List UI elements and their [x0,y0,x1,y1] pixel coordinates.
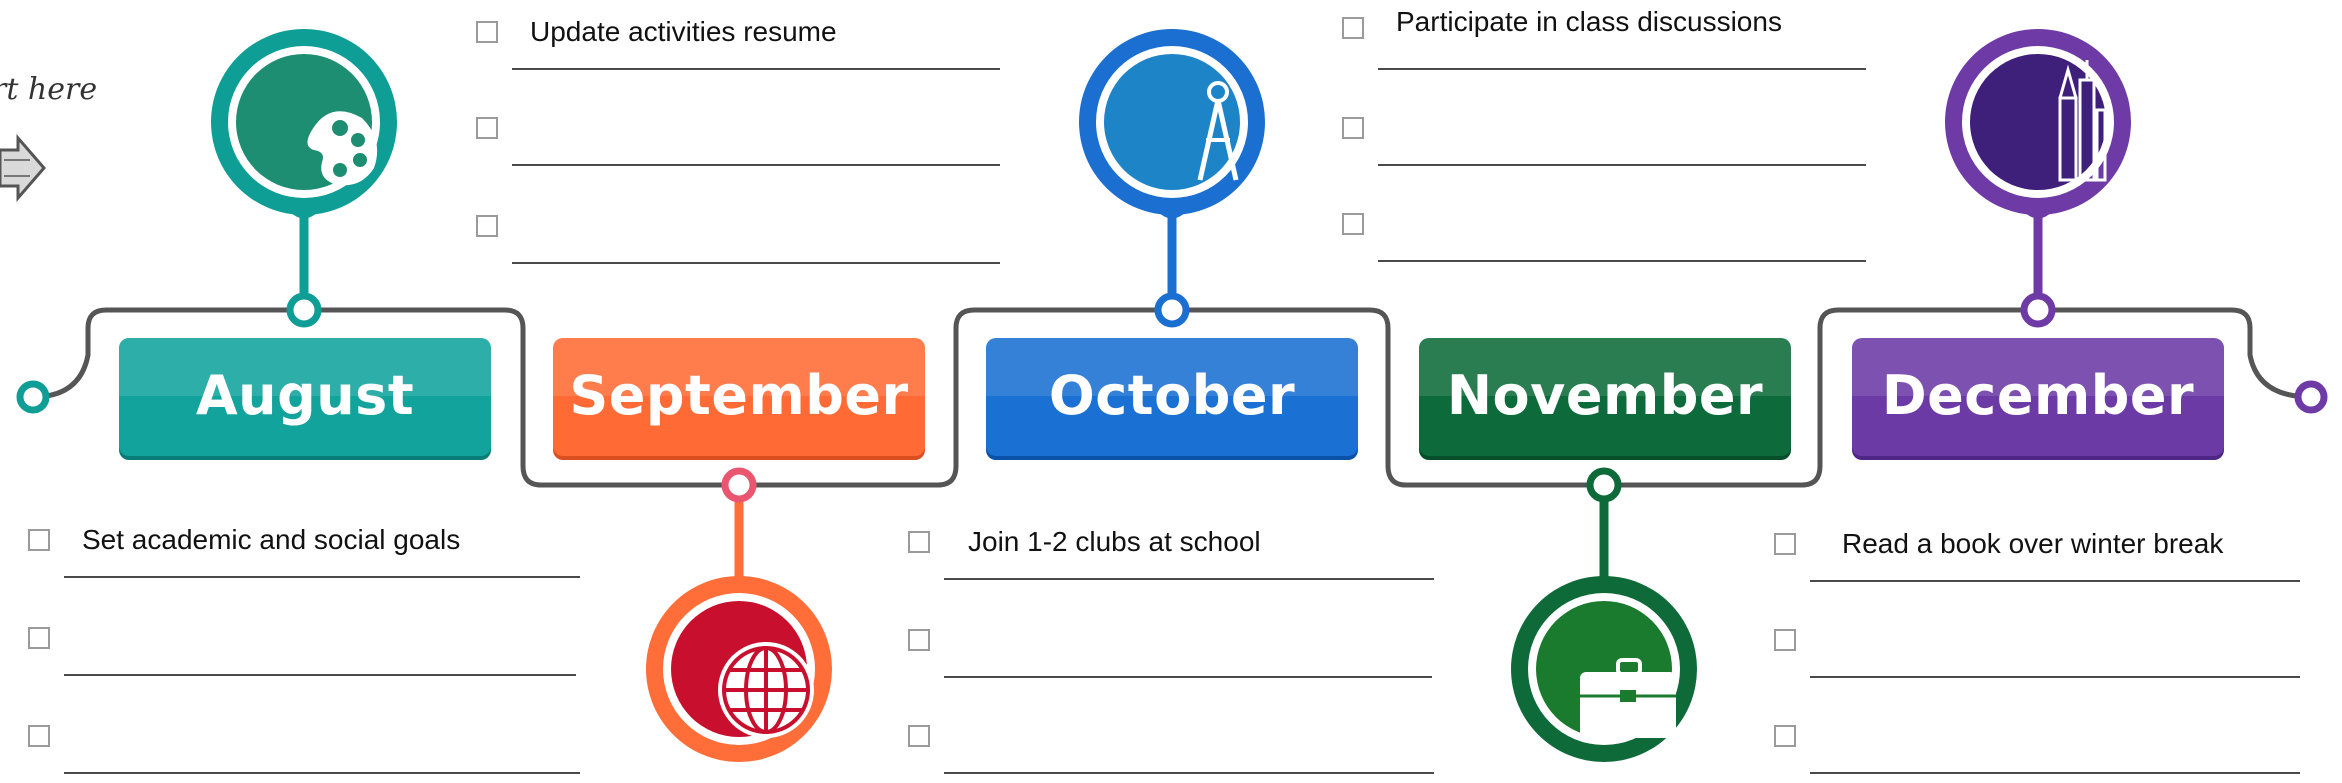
checklist-item: Update activities resume [476,10,1000,70]
write-line[interactable] [944,676,1432,678]
month-box-november: November [1419,338,1791,456]
month-box-august: August [119,338,491,456]
write-line[interactable] [64,576,580,578]
checklist-item [28,616,576,676]
start-here-label: rt here [0,72,98,107]
end-node [2294,380,2328,414]
task-checkbox[interactable] [908,531,930,553]
write-line[interactable] [512,68,1000,70]
write-line[interactable] [1810,772,2300,774]
compass-icon [1197,81,1239,181]
month-box-december: December [1852,338,2224,456]
write-line[interactable] [1378,164,1866,166]
checklist-item: Set academic and social goals [28,518,580,578]
checklist-item [476,204,1000,264]
task-checkbox[interactable] [1342,117,1364,139]
task-checkbox[interactable] [1774,533,1796,555]
month-label: August [195,364,415,427]
briefcase-icon [1580,658,1676,738]
december-pin [1945,29,2131,328]
month-label: October [1048,364,1296,427]
month-label: December [1881,364,2195,427]
task-checkbox[interactable] [908,725,930,747]
task-checkbox[interactable] [1342,213,1364,235]
write-line[interactable] [64,674,576,676]
task-checkbox[interactable] [28,725,50,747]
checklist-item [1774,714,2304,774]
month-box-october: October [986,338,1358,456]
checklist-item: Join 1-2 clubs at school [908,520,1434,580]
task-checkbox[interactable] [1342,17,1364,39]
task-checkbox[interactable] [908,629,930,651]
write-line[interactable] [64,772,580,774]
write-line[interactable] [512,164,1000,166]
month-box-september: September [553,338,925,456]
task-text: Participate in class discussions [1396,6,1782,37]
task-checkbox[interactable] [1774,629,1796,651]
task-checkbox[interactable] [28,529,50,551]
write-line[interactable] [1378,260,1866,262]
write-line[interactable] [1378,68,1866,70]
checklist-item: Read a book over winter break [1774,522,2304,582]
august-pin [211,29,397,328]
month-label: September [569,364,909,427]
checklist-item [908,714,1434,774]
checklist-item [1342,202,1866,262]
start-arrow-icon [0,133,46,203]
task-checkbox[interactable] [476,21,498,43]
task-checkbox[interactable] [28,627,50,649]
write-line[interactable] [1810,580,2300,582]
task-text: Read a book over winter break [1842,528,2224,559]
palette-icon [307,111,378,186]
buildings-icon [2058,60,2107,182]
month-label: November [1446,364,1764,427]
checklist-item [476,106,1000,166]
task-text: Set academic and social goals [82,524,461,555]
task-text: Update activities resume [530,16,837,47]
checklist-item [1774,618,2304,678]
task-text: Join 1-2 clubs at school [968,526,1261,557]
start-node [16,380,50,414]
write-line[interactable] [944,772,1434,774]
task-checkbox[interactable] [476,215,498,237]
globe-icon [718,642,814,738]
checklist-item: Participate in class discussions [1342,6,1866,70]
task-checkbox[interactable] [476,117,498,139]
checklist-item [1342,106,1866,166]
checklist-item [28,714,580,774]
write-line[interactable] [944,578,1434,580]
write-line[interactable] [512,262,1000,264]
task-checkbox[interactable] [1774,725,1796,747]
checklist-item [908,618,1432,678]
write-line[interactable] [1810,676,2300,678]
